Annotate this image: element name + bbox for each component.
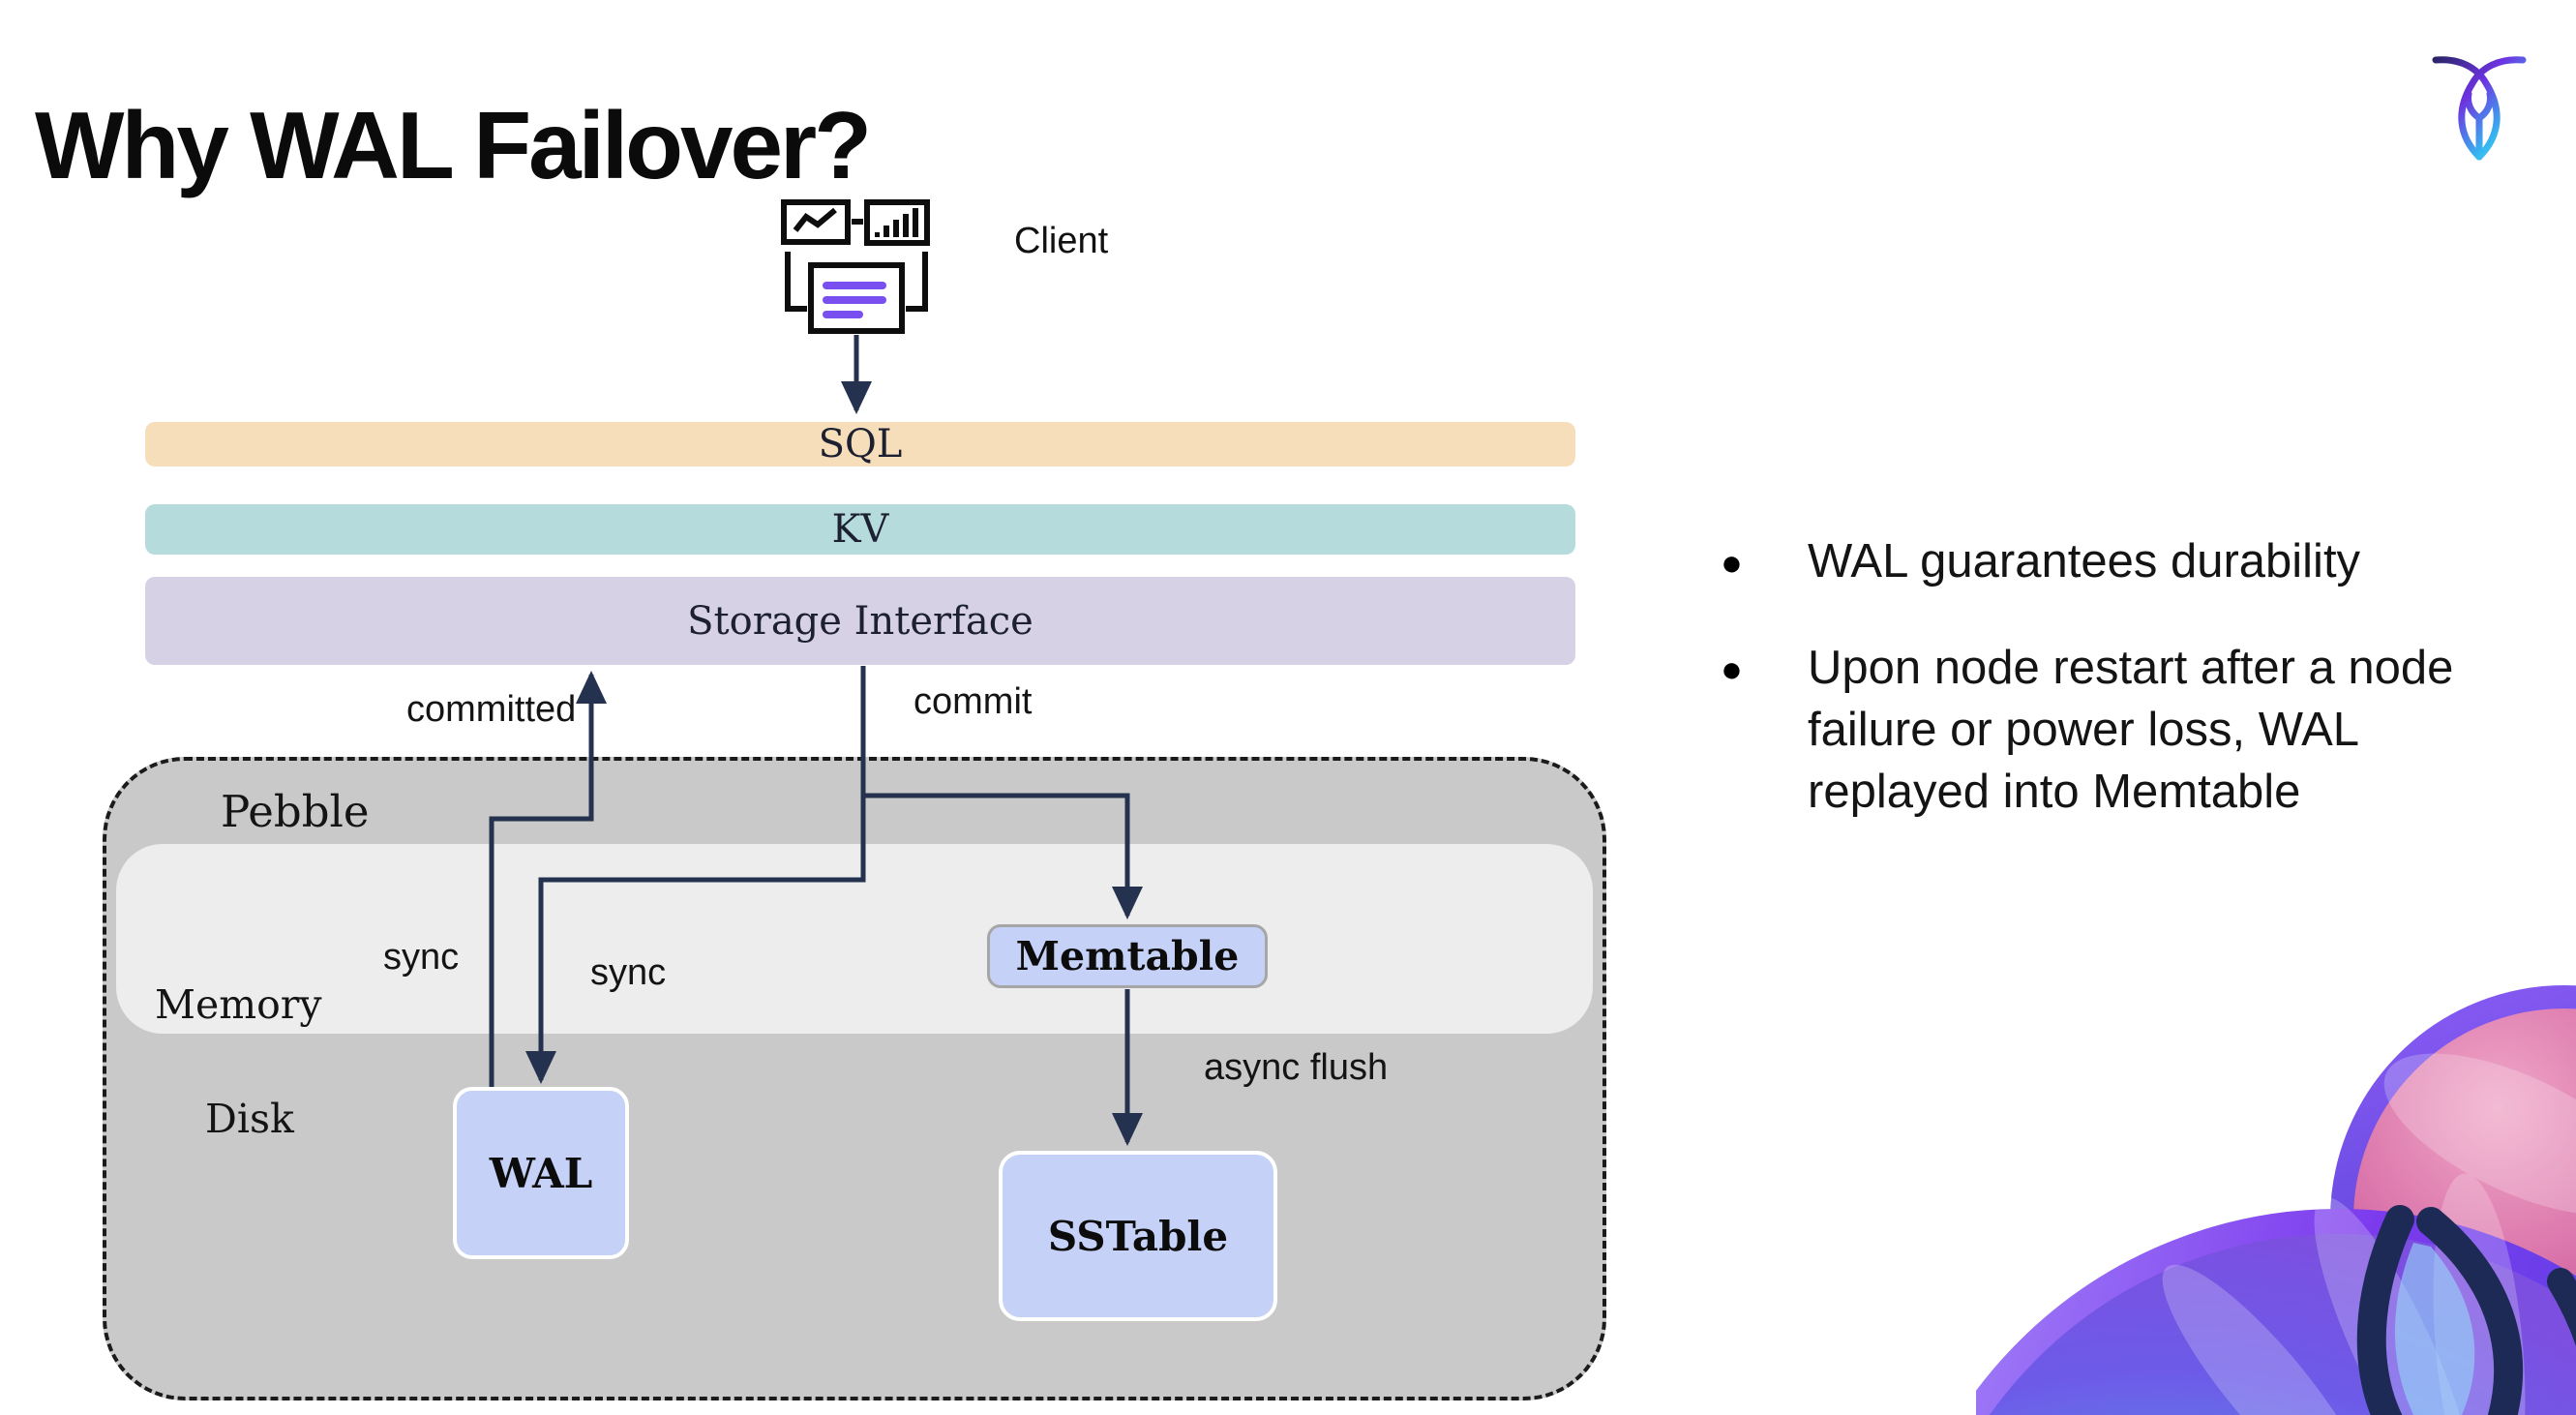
wal-node: WAL (453, 1087, 629, 1259)
pink-petal (2383, 1053, 2576, 1216)
memory-label: Memory (155, 981, 322, 1028)
layer-kv-label: KV (831, 507, 889, 552)
committed-edge-label: committed (406, 689, 577, 730)
memtable-node: Memtable (987, 924, 1268, 988)
notes-list: ● WAL guarantees durability ● Upon node … (1715, 530, 2479, 823)
layer-sql: SQL (145, 422, 1575, 467)
async-flush-edge-label: async flush (1204, 1047, 1389, 1088)
pebble-label: Pebble (221, 786, 370, 837)
sync-down-edge-label: sync (590, 952, 667, 993)
sstable-label: SSTable (1047, 1212, 1229, 1260)
bullet-dot-icon: ● (1721, 649, 1743, 690)
roach-silhouette (2356, 1205, 2576, 1415)
page-title: Why WAL Failover? (35, 91, 872, 198)
layer-sql-label: SQL (818, 422, 903, 467)
memory-region (116, 844, 1593, 1034)
bullet-dot-icon: ● (1721, 543, 1743, 584)
memtable-label: Memtable (1015, 933, 1240, 979)
wal-label: WAL (489, 1149, 593, 1197)
client-label: Client (1014, 221, 1109, 261)
cockroachdb-logo-icon (2432, 56, 2527, 161)
client-terminal-icon (781, 199, 930, 334)
list-item: ● WAL guarantees durability (1715, 530, 2479, 592)
bullet-text: WAL guarantees durability (1808, 535, 2361, 587)
leaf-inner (2394, 1243, 2475, 1415)
list-item: ● Upon node restart after a node failure… (1715, 637, 2479, 823)
brand-artwork (1976, 985, 2576, 1415)
disk-label: Disk (205, 1096, 294, 1142)
sstable-node: SSTable (999, 1151, 1277, 1321)
layer-kv: KV (145, 504, 1575, 555)
sync-up-edge-label: sync (383, 937, 460, 978)
layer-storage-interface: Storage Interface (145, 577, 1575, 665)
bullet-text: Upon node restart after a node failure o… (1808, 642, 2454, 818)
commit-edge-label: commit (914, 681, 1033, 722)
layer-storage-interface-label: Storage Interface (687, 598, 1033, 644)
